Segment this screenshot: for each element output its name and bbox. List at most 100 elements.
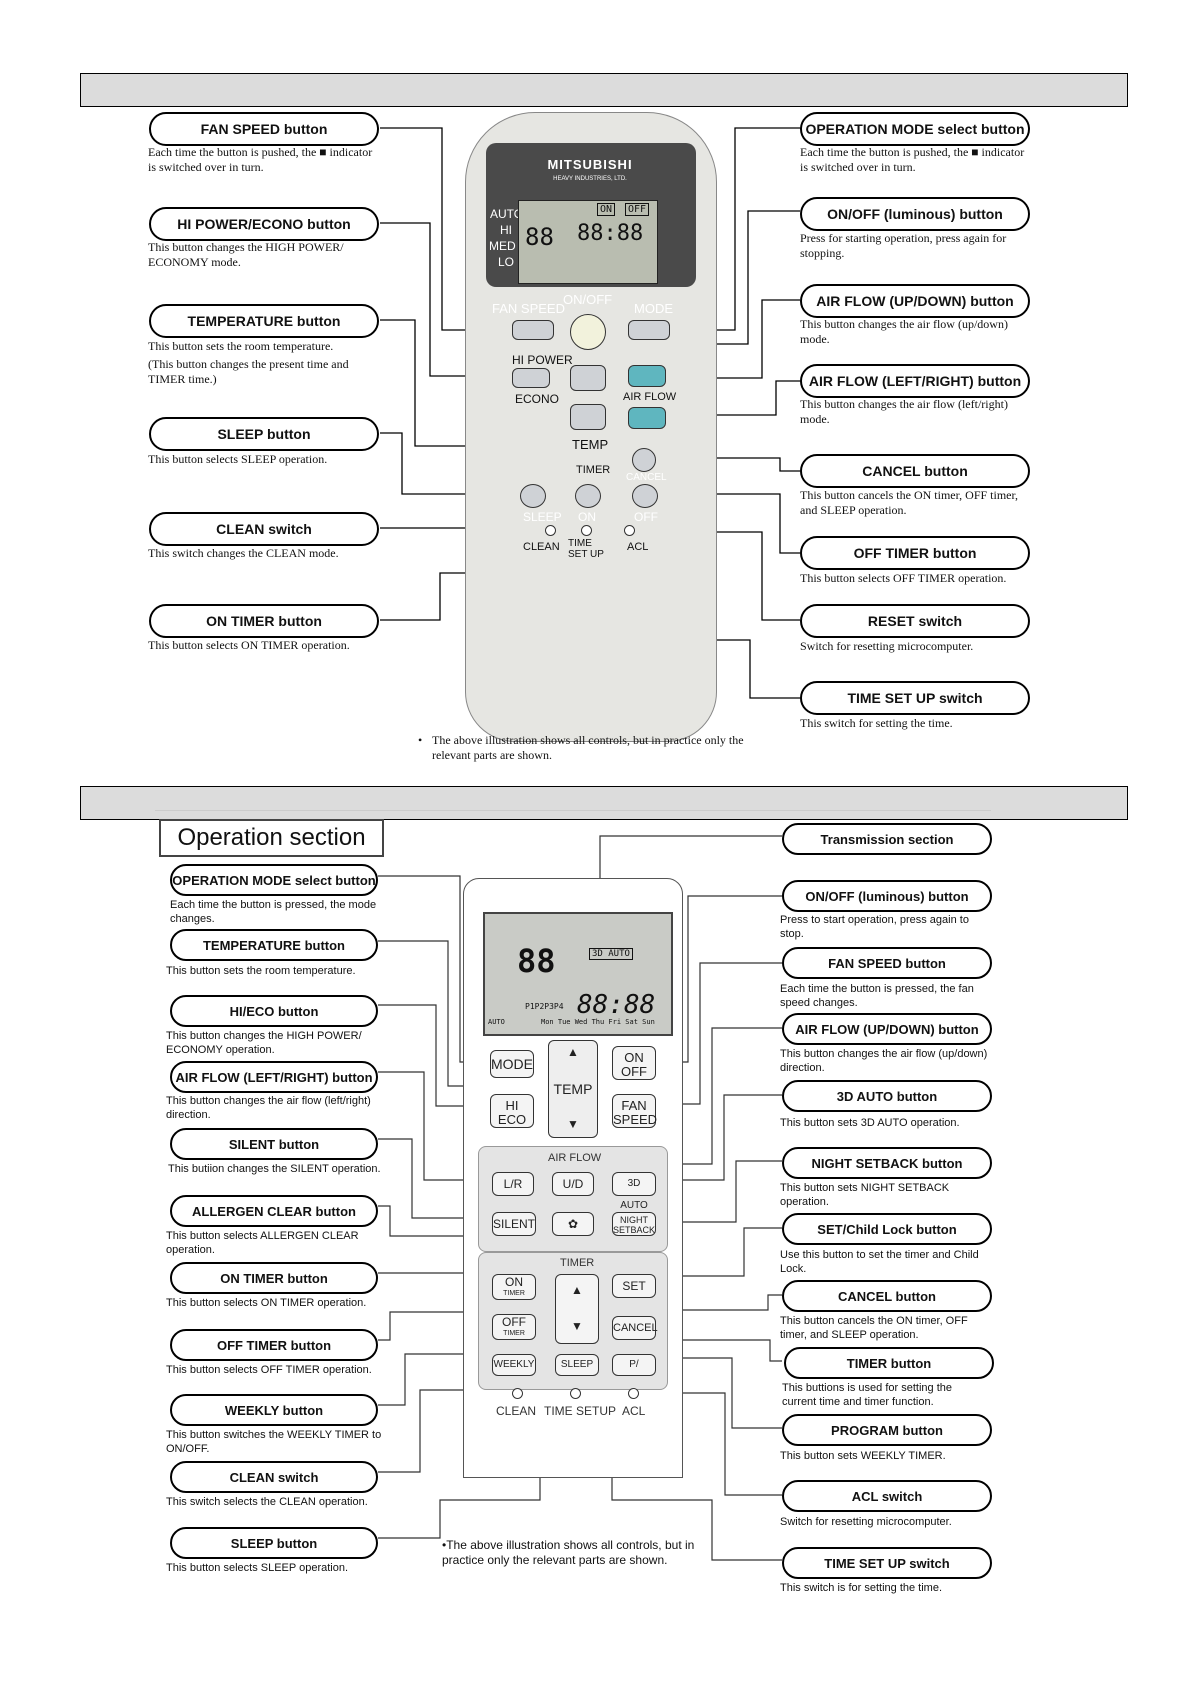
b-callout-program: PROGRAM button	[782, 1414, 992, 1446]
lcd2-days: Mon Tue Wed Thu Fri Sat Sun	[541, 1018, 655, 1026]
silent-button[interactable]: SILENT	[492, 1212, 536, 1236]
lcd-off-indicator: OFF	[625, 203, 650, 216]
ud-button[interactable]: U/D	[552, 1172, 594, 1196]
set-button[interactable]: SET	[612, 1274, 656, 1298]
fan-speed-button[interactable]	[512, 320, 554, 340]
lr-button[interactable]: L/R	[492, 1172, 534, 1196]
desc-airflow-updown: This button changes the air flow (up/dow…	[800, 317, 1008, 346]
desc-sleep: This button selects SLEEP operation.	[148, 452, 328, 466]
b-callout-set-child-lock: SET/Child Lock button	[782, 1213, 992, 1245]
callout-onoff: ON/OFF (luminous) button	[800, 197, 1030, 231]
sleep-button-2[interactable]: SLEEP	[555, 1354, 599, 1376]
fan-speed-label: FAN SPEED	[492, 301, 565, 316]
b-callout-time-set-up: TIME SET UP switch	[782, 1547, 992, 1579]
brand-logo: MITSUBISHI HEAVY INDUSTRIES, LTD.	[547, 157, 633, 183]
weekly-button[interactable]: WEEKLY	[492, 1354, 536, 1376]
lcd-temp: 88	[525, 223, 554, 251]
b-callout-fan-speed: FAN SPEED button	[782, 947, 992, 979]
b-callout-weekly: WEEKLY button	[170, 1394, 378, 1426]
b-desc-weekly: This button switches the WEEKLY TIMER to…	[166, 1429, 382, 1455]
b-desc-clean: This switch selects the CLEAN operation.	[166, 1496, 368, 1508]
b-desc-operation-mode: Each time the button is pressed, the mod…	[170, 899, 377, 925]
airflow-updown-button[interactable]	[628, 365, 666, 387]
time-setup-switch-2[interactable]	[570, 1388, 581, 1399]
clean-label: CLEAN	[523, 541, 560, 553]
callout-hipower-econo: HI POWER/ECONO button	[149, 207, 379, 241]
time-set-up-label: TIME SET UP	[568, 538, 604, 560]
b-callout-3d-auto: 3D AUTO button	[782, 1080, 992, 1112]
desc-clean: This switch changes the CLEAN mode.	[148, 546, 339, 560]
desc-operation-mode: Each time the button is pushed, the ■ in…	[800, 145, 1025, 174]
b-callout-transmission: Transmission section	[782, 823, 992, 855]
b-desc-fan-speed: Each time the button is pressed, the fan…	[780, 983, 974, 1009]
b-desc-sleep: This button selects SLEEP operation.	[166, 1562, 349, 1574]
onoff-button[interactable]	[570, 314, 606, 350]
desc-temperature-2: (This button changes the present time an…	[148, 357, 349, 386]
lcd-on-indicator: ON	[597, 203, 616, 216]
cancel-button[interactable]	[632, 448, 656, 472]
temp-button[interactable]: ▲ TEMP ▼	[548, 1040, 598, 1138]
lcd2-prog: P1P2P3P4	[525, 1002, 564, 1011]
temp-label: TEMP	[572, 437, 609, 452]
lcd2-big-digits: 88	[517, 942, 556, 980]
b-callout-airflow-ud: AIR FLOW (UP/DOWN) button	[782, 1013, 992, 1045]
b-desc-on-timer: This button selects ON TIMER operation.	[166, 1297, 367, 1309]
callout-airflow-updown: AIR FLOW (UP/DOWN) button	[800, 284, 1030, 318]
clean-switch-2[interactable]	[512, 1388, 523, 1399]
mode-label: MODE	[634, 301, 673, 316]
desc-onoff: Press for starting operation, press agai…	[800, 231, 1007, 260]
hipower-label: HI POWER	[512, 353, 573, 367]
b-callout-clean: CLEAN switch	[170, 1461, 378, 1493]
b-callout-temperature: TEMPERATURE button	[170, 929, 378, 961]
acl-switch-2[interactable]	[628, 1388, 639, 1399]
airflow-leftright-button[interactable]	[628, 407, 666, 429]
on-timer-button[interactable]	[575, 484, 601, 508]
b-callout-on-timer: ON TIMER button	[170, 1262, 378, 1294]
off-timer-button[interactable]	[632, 484, 658, 508]
3d-auto-button[interactable]: 3D AUTO	[612, 1172, 656, 1211]
b-callout-timer: TIMER button	[784, 1347, 994, 1379]
b-desc-off-timer: This button selects OFF TIMER operation.	[166, 1364, 372, 1376]
sleep-label: SLEEP	[523, 510, 562, 524]
b-desc-airflow-ud: This button changes the air flow (up/dow…	[780, 1048, 988, 1074]
temp-up-button[interactable]	[570, 365, 606, 391]
mode-button-2[interactable]: MODE	[490, 1050, 534, 1078]
b-callout-hieco: HI/ECO button	[170, 995, 378, 1027]
time-set-up-switch[interactable]	[581, 525, 592, 536]
time-setup-label-2: TIME SETUP	[544, 1404, 617, 1418]
b-desc-onoff: Press to start operation, press again to…	[780, 914, 969, 940]
b-callout-operation-mode: OPERATION MODE select button	[170, 864, 378, 896]
desc-on-timer: This button selects ON TIMER operation.	[148, 638, 350, 652]
airflow-label: AIR FLOW	[623, 391, 677, 403]
mode-button[interactable]	[628, 320, 670, 340]
b-desc-program: This button sets WEEKLY TIMER.	[780, 1450, 946, 1462]
cancel-button-2[interactable]: CANCEL	[612, 1316, 658, 1340]
b-desc-night-setback: This button sets NIGHT SETBACK operation…	[780, 1182, 950, 1208]
allergen-clear-button[interactable]: ✿	[552, 1212, 594, 1236]
onoff-label: ON/OFF	[563, 292, 613, 307]
program-button[interactable]: P/	[612, 1354, 656, 1376]
clean-switch[interactable]	[545, 525, 556, 536]
mode-indicator-hi: HI	[500, 223, 512, 237]
timer-updown-button[interactable]: ▲ ▼	[555, 1274, 599, 1344]
desc-hipower-econo: This button changes the HIGH POWER/ ECON…	[148, 240, 344, 269]
temp-down-button[interactable]	[570, 404, 606, 430]
acl-switch[interactable]	[624, 525, 635, 536]
lcd2-time: 88:88	[577, 990, 656, 1020]
cancel-label: CANCEL	[626, 472, 667, 483]
bottom-note: •The above illustration shows all contro…	[442, 1538, 695, 1567]
b-callout-off-timer: OFF TIMER button	[170, 1329, 378, 1361]
bottom-image-edge	[155, 810, 991, 811]
b-callout-acl: ACL switch	[782, 1480, 992, 1512]
hipower-econo-button[interactable]	[512, 368, 550, 388]
sleep-button[interactable]	[520, 484, 546, 508]
b-desc-time-set-up: This switch is for setting the time.	[780, 1582, 942, 1594]
allergen-icon: ✿	[567, 1217, 579, 1231]
acl-label: ACL	[627, 541, 649, 553]
